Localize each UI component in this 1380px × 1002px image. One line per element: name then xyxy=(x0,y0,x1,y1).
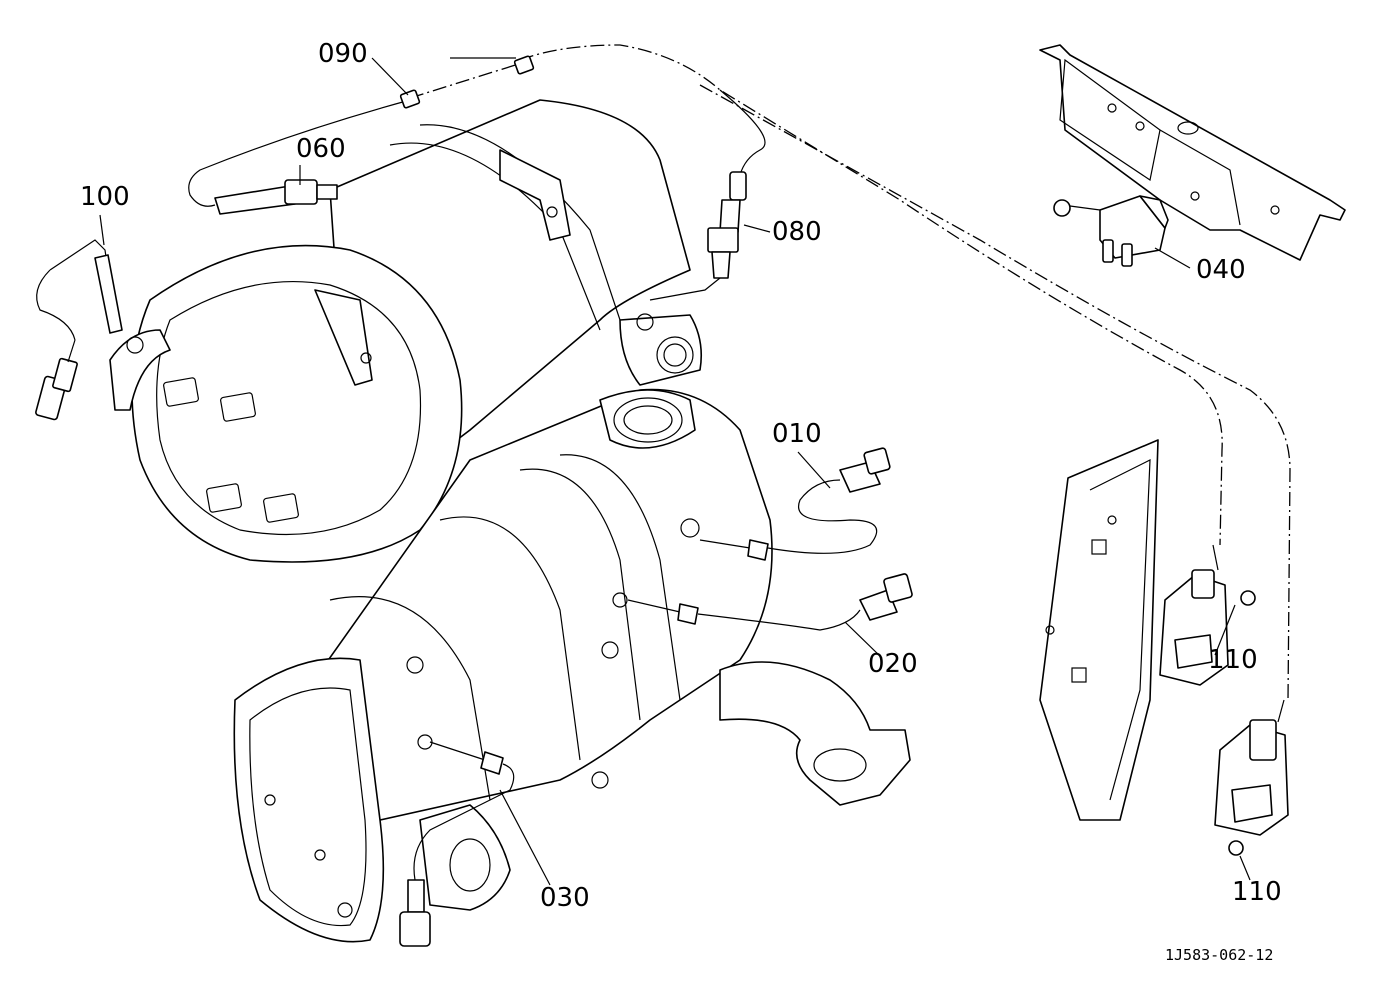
callout-010: 010 xyxy=(772,419,822,449)
sensor-060 xyxy=(188,99,411,215)
callout-080: 080 xyxy=(772,217,822,247)
clamp-090-b xyxy=(513,55,535,75)
callout-labels: 090 060 100 080 040 010 020 030 110 110 … xyxy=(80,39,1282,964)
sensor-010 xyxy=(699,447,891,561)
pressure-sensor-040 xyxy=(1053,195,1169,267)
drawing-reference-code: 1J583-062-12 xyxy=(1165,946,1273,964)
sensor-harness xyxy=(409,44,1291,701)
callout-040: 040 xyxy=(1196,255,1246,285)
sensor-080 xyxy=(649,89,766,301)
nox-sensor-box-b xyxy=(1214,699,1289,856)
sensor-100 xyxy=(35,239,123,421)
callout-020: 020 xyxy=(868,649,918,679)
clamp-090-a xyxy=(399,89,421,109)
pressure-sensor-bracket xyxy=(1039,44,1346,261)
callout-100: 100 xyxy=(80,182,130,212)
lower-dpf-assembly xyxy=(233,388,911,943)
callout-110-lower: 110 xyxy=(1232,877,1282,907)
upper-dpf-canister xyxy=(109,99,703,563)
callout-090: 090 xyxy=(318,39,368,69)
callout-030: 030 xyxy=(540,883,590,913)
callout-110-upper: 110 xyxy=(1208,645,1258,675)
sensor-020 xyxy=(627,573,913,631)
controller-plate xyxy=(1039,439,1159,821)
leader-lines xyxy=(99,57,1251,886)
sensor-030 xyxy=(399,741,515,947)
callout-060: 060 xyxy=(296,134,346,164)
nox-sensor-box-a xyxy=(1159,544,1256,686)
